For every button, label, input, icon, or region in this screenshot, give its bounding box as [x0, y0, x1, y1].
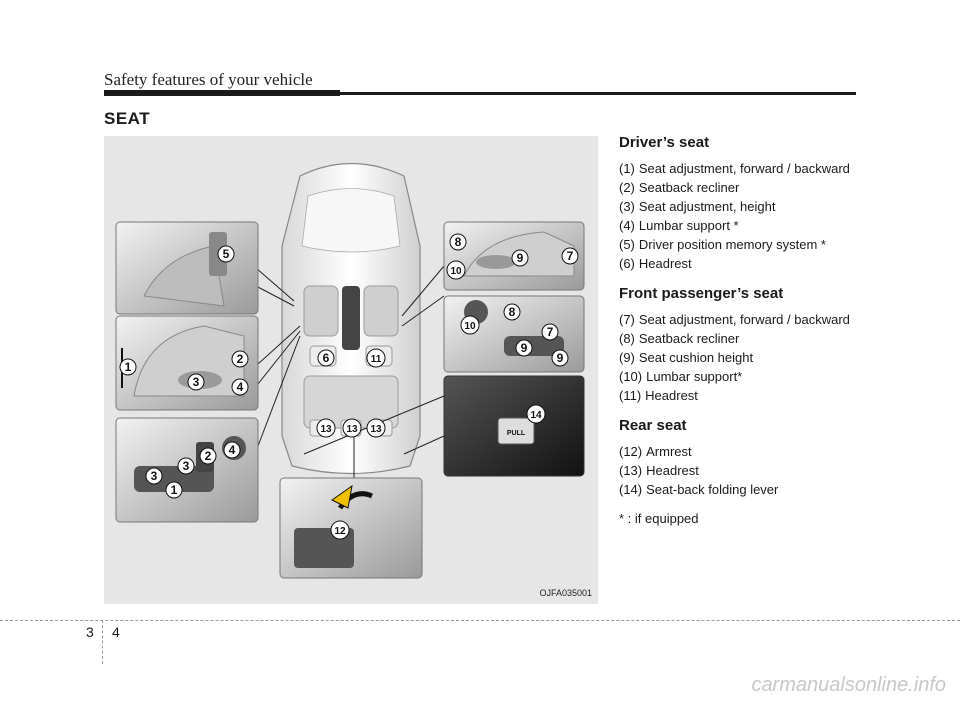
list-item: (7)Seat adjustment, forward / backward — [619, 312, 850, 327]
svg-text:3: 3 — [193, 375, 200, 389]
callout-11: 11 — [366, 348, 386, 368]
callout-1b: 1 — [165, 481, 183, 499]
page-footer-divider — [102, 620, 103, 664]
svg-text:9: 9 — [517, 251, 524, 265]
callout-4b: 4 — [223, 441, 241, 459]
list-item: (8)Seatback recliner — [619, 331, 740, 346]
callout-12: 12 — [330, 520, 350, 540]
list-item: (9)Seat cushion height — [619, 350, 754, 365]
seat-diagram-svg: PULL 5 2 1 3 4 4 2 3 3 1 6 11 13 13 13 8 — [115, 163, 585, 579]
svg-text:13: 13 — [370, 424, 382, 435]
callout-14: 14 — [526, 404, 546, 424]
svg-text:9: 9 — [557, 351, 564, 365]
callout-3c: 3 — [145, 467, 163, 485]
car-top-view — [281, 163, 421, 475]
list-item: (1)Seat adjustment, forward / backward — [619, 161, 850, 176]
rear-seat-heading: Rear seat — [619, 417, 687, 434]
callout-9c: 9 — [551, 349, 569, 367]
svg-text:1: 1 — [125, 360, 132, 374]
svg-text:2: 2 — [237, 352, 244, 366]
svg-text:9: 9 — [521, 341, 528, 355]
svg-text:3: 3 — [183, 459, 190, 473]
svg-text:10: 10 — [464, 321, 476, 332]
svg-text:10: 10 — [450, 266, 462, 277]
page-footer-rule — [0, 620, 960, 621]
callout-6: 6 — [317, 349, 335, 367]
svg-text:6: 6 — [323, 351, 330, 365]
callout-9: 9 — [511, 249, 529, 267]
legend-column: Driver’s seat (1)Seat adjustment, forwar… — [619, 134, 869, 526]
passenger-seat-heading: Front passenger’s seat — [619, 285, 784, 302]
callout-4: 4 — [231, 378, 249, 396]
list-item: (5)Driver position memory system * — [619, 237, 826, 252]
list-item: (2)Seatback recliner — [619, 180, 740, 195]
callout-13b: 13 — [342, 418, 362, 438]
svg-text:3: 3 — [151, 469, 158, 483]
svg-text:8: 8 — [509, 305, 516, 319]
svg-text:4: 4 — [237, 380, 244, 394]
svg-text:7: 7 — [567, 249, 574, 263]
panel-seat-side — [115, 315, 259, 411]
list-item: (4)Lumbar support * — [619, 218, 739, 233]
seat-illustration: PULL 5 2 1 3 4 4 2 3 3 1 6 11 13 13 13 8 — [104, 136, 598, 604]
callout-8b: 8 — [503, 303, 521, 321]
svg-text:14: 14 — [530, 410, 542, 421]
svg-text:13: 13 — [320, 424, 332, 435]
callout-10b: 10 — [460, 315, 480, 335]
callout-9b: 9 — [515, 339, 533, 357]
svg-text:13: 13 — [346, 424, 358, 435]
driver-seat-heading: Driver’s seat — [619, 134, 710, 151]
callout-group: 5 2 1 3 4 4 2 3 3 1 6 11 13 13 13 8 9 7 … — [119, 233, 579, 540]
list-item: (14)Seat-back folding lever — [619, 482, 779, 497]
figure-code: OJFA035001 — [539, 588, 592, 598]
callout-3: 3 — [187, 373, 205, 391]
callout-1: 1 — [119, 358, 137, 376]
svg-text:12: 12 — [334, 526, 346, 537]
callout-2: 2 — [231, 350, 249, 368]
list-item: (3)Seat adjustment, height — [619, 199, 776, 214]
svg-text:5: 5 — [223, 247, 230, 261]
callout-7b: 7 — [541, 323, 559, 341]
svg-text:11: 11 — [371, 354, 382, 365]
panel-passenger-switches — [443, 295, 585, 373]
callout-2b: 2 — [199, 447, 217, 465]
callout-10: 10 — [446, 260, 466, 280]
callout-13c: 13 — [366, 418, 386, 438]
watermark: carmanualsonline.info — [751, 674, 946, 696]
page-chapter: 3 — [86, 624, 94, 640]
driver-seat-group: Driver’s seat (1)Seat adjustment, forwar… — [619, 134, 869, 271]
callout-3b: 3 — [177, 457, 195, 475]
section-title: SEAT — [104, 109, 151, 128]
list-item: (10)Lumbar support* — [619, 369, 743, 384]
svg-text:8: 8 — [455, 235, 462, 249]
list-item: (6)Headrest — [619, 256, 692, 271]
callout-8: 8 — [449, 233, 467, 251]
rear-seat-group: Rear seat (12)Armrest (13)Headrest (14)S… — [619, 417, 869, 497]
callout-13a: 13 — [316, 418, 336, 438]
pull-label: PULL — [507, 430, 526, 437]
panel-rear-armrest — [279, 477, 423, 579]
svg-text:1: 1 — [171, 483, 178, 497]
footnote: * : if equipped — [619, 511, 699, 526]
panel-folding-lever: PULL — [443, 375, 585, 477]
panel-door-memory — [115, 221, 259, 315]
header-title: Safety features of your vehicle — [104, 70, 313, 89]
list-item: (11)Headrest — [619, 388, 698, 403]
callout-5: 5 — [217, 245, 235, 263]
header-rule — [104, 92, 856, 95]
callout-7: 7 — [561, 247, 579, 265]
passenger-seat-group: Front passenger’s seat (7)Seat adjustmen… — [619, 285, 869, 403]
svg-text:7: 7 — [547, 325, 554, 339]
list-item: (13)Headrest — [619, 463, 699, 478]
list-item: (12)Armrest — [619, 444, 692, 459]
svg-text:4: 4 — [229, 443, 236, 457]
page-number: 4 — [112, 624, 120, 640]
svg-text:2: 2 — [205, 449, 212, 463]
